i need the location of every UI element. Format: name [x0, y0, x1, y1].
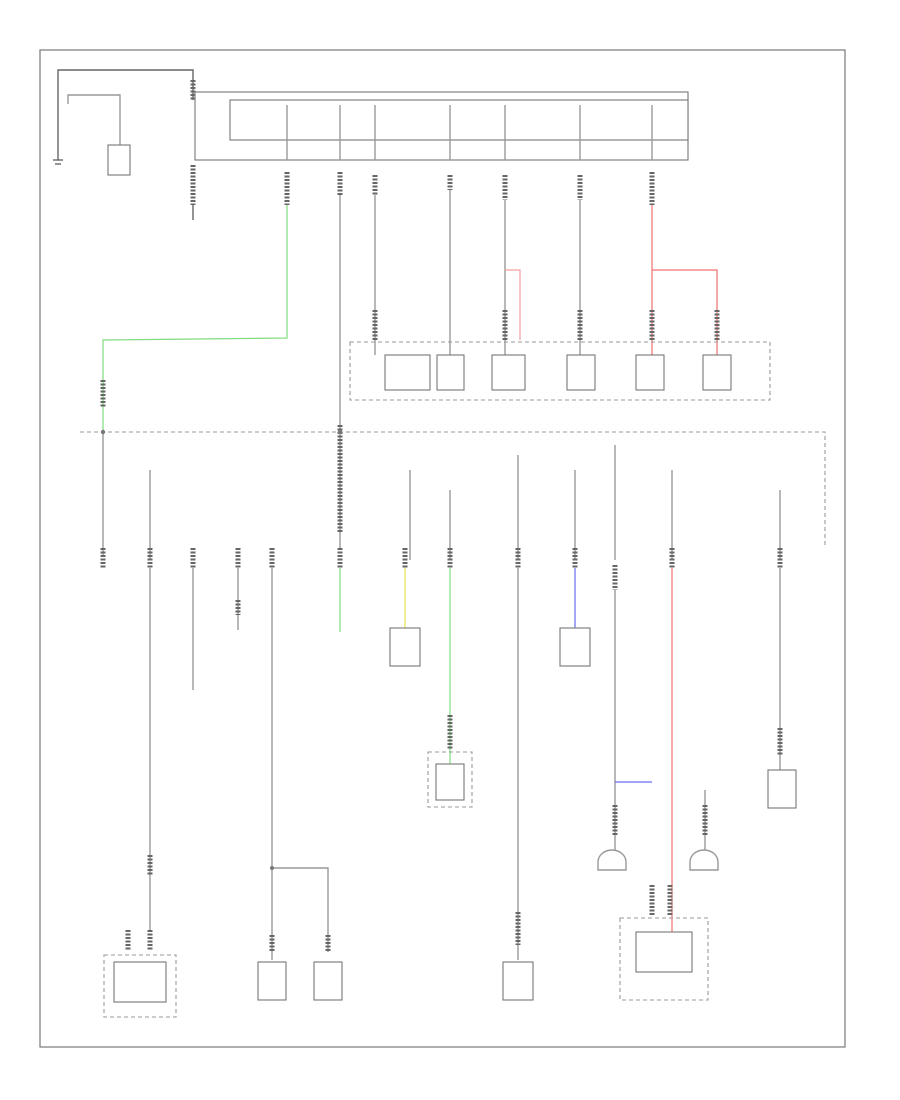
- component-housing: [103, 954, 177, 1018]
- component-box: [635, 931, 693, 973]
- component-box: [435, 763, 465, 801]
- component-box: [113, 961, 167, 1003]
- components: [103, 627, 797, 1018]
- component-box: [257, 961, 287, 1001]
- fuse-outputs: [100, 172, 720, 550]
- component-box: [502, 961, 534, 1001]
- component-box: [389, 627, 421, 667]
- headlight-right: [689, 849, 719, 871]
- component-box: [559, 627, 591, 667]
- connector-row: [100, 548, 783, 590]
- component-box: [313, 961, 343, 1001]
- component-box: [767, 769, 797, 809]
- starter-box: [107, 144, 131, 176]
- lower-wiring: [147, 568, 783, 960]
- relay-boxes: [349, 341, 771, 401]
- underhood-fuse-box: [194, 91, 689, 161]
- dashboard-fuse-box: [80, 425, 826, 560]
- diagram-frame: [39, 49, 846, 1048]
- component-housing: [427, 751, 473, 808]
- headlight-left: [597, 849, 627, 871]
- component-housing: [619, 917, 709, 1001]
